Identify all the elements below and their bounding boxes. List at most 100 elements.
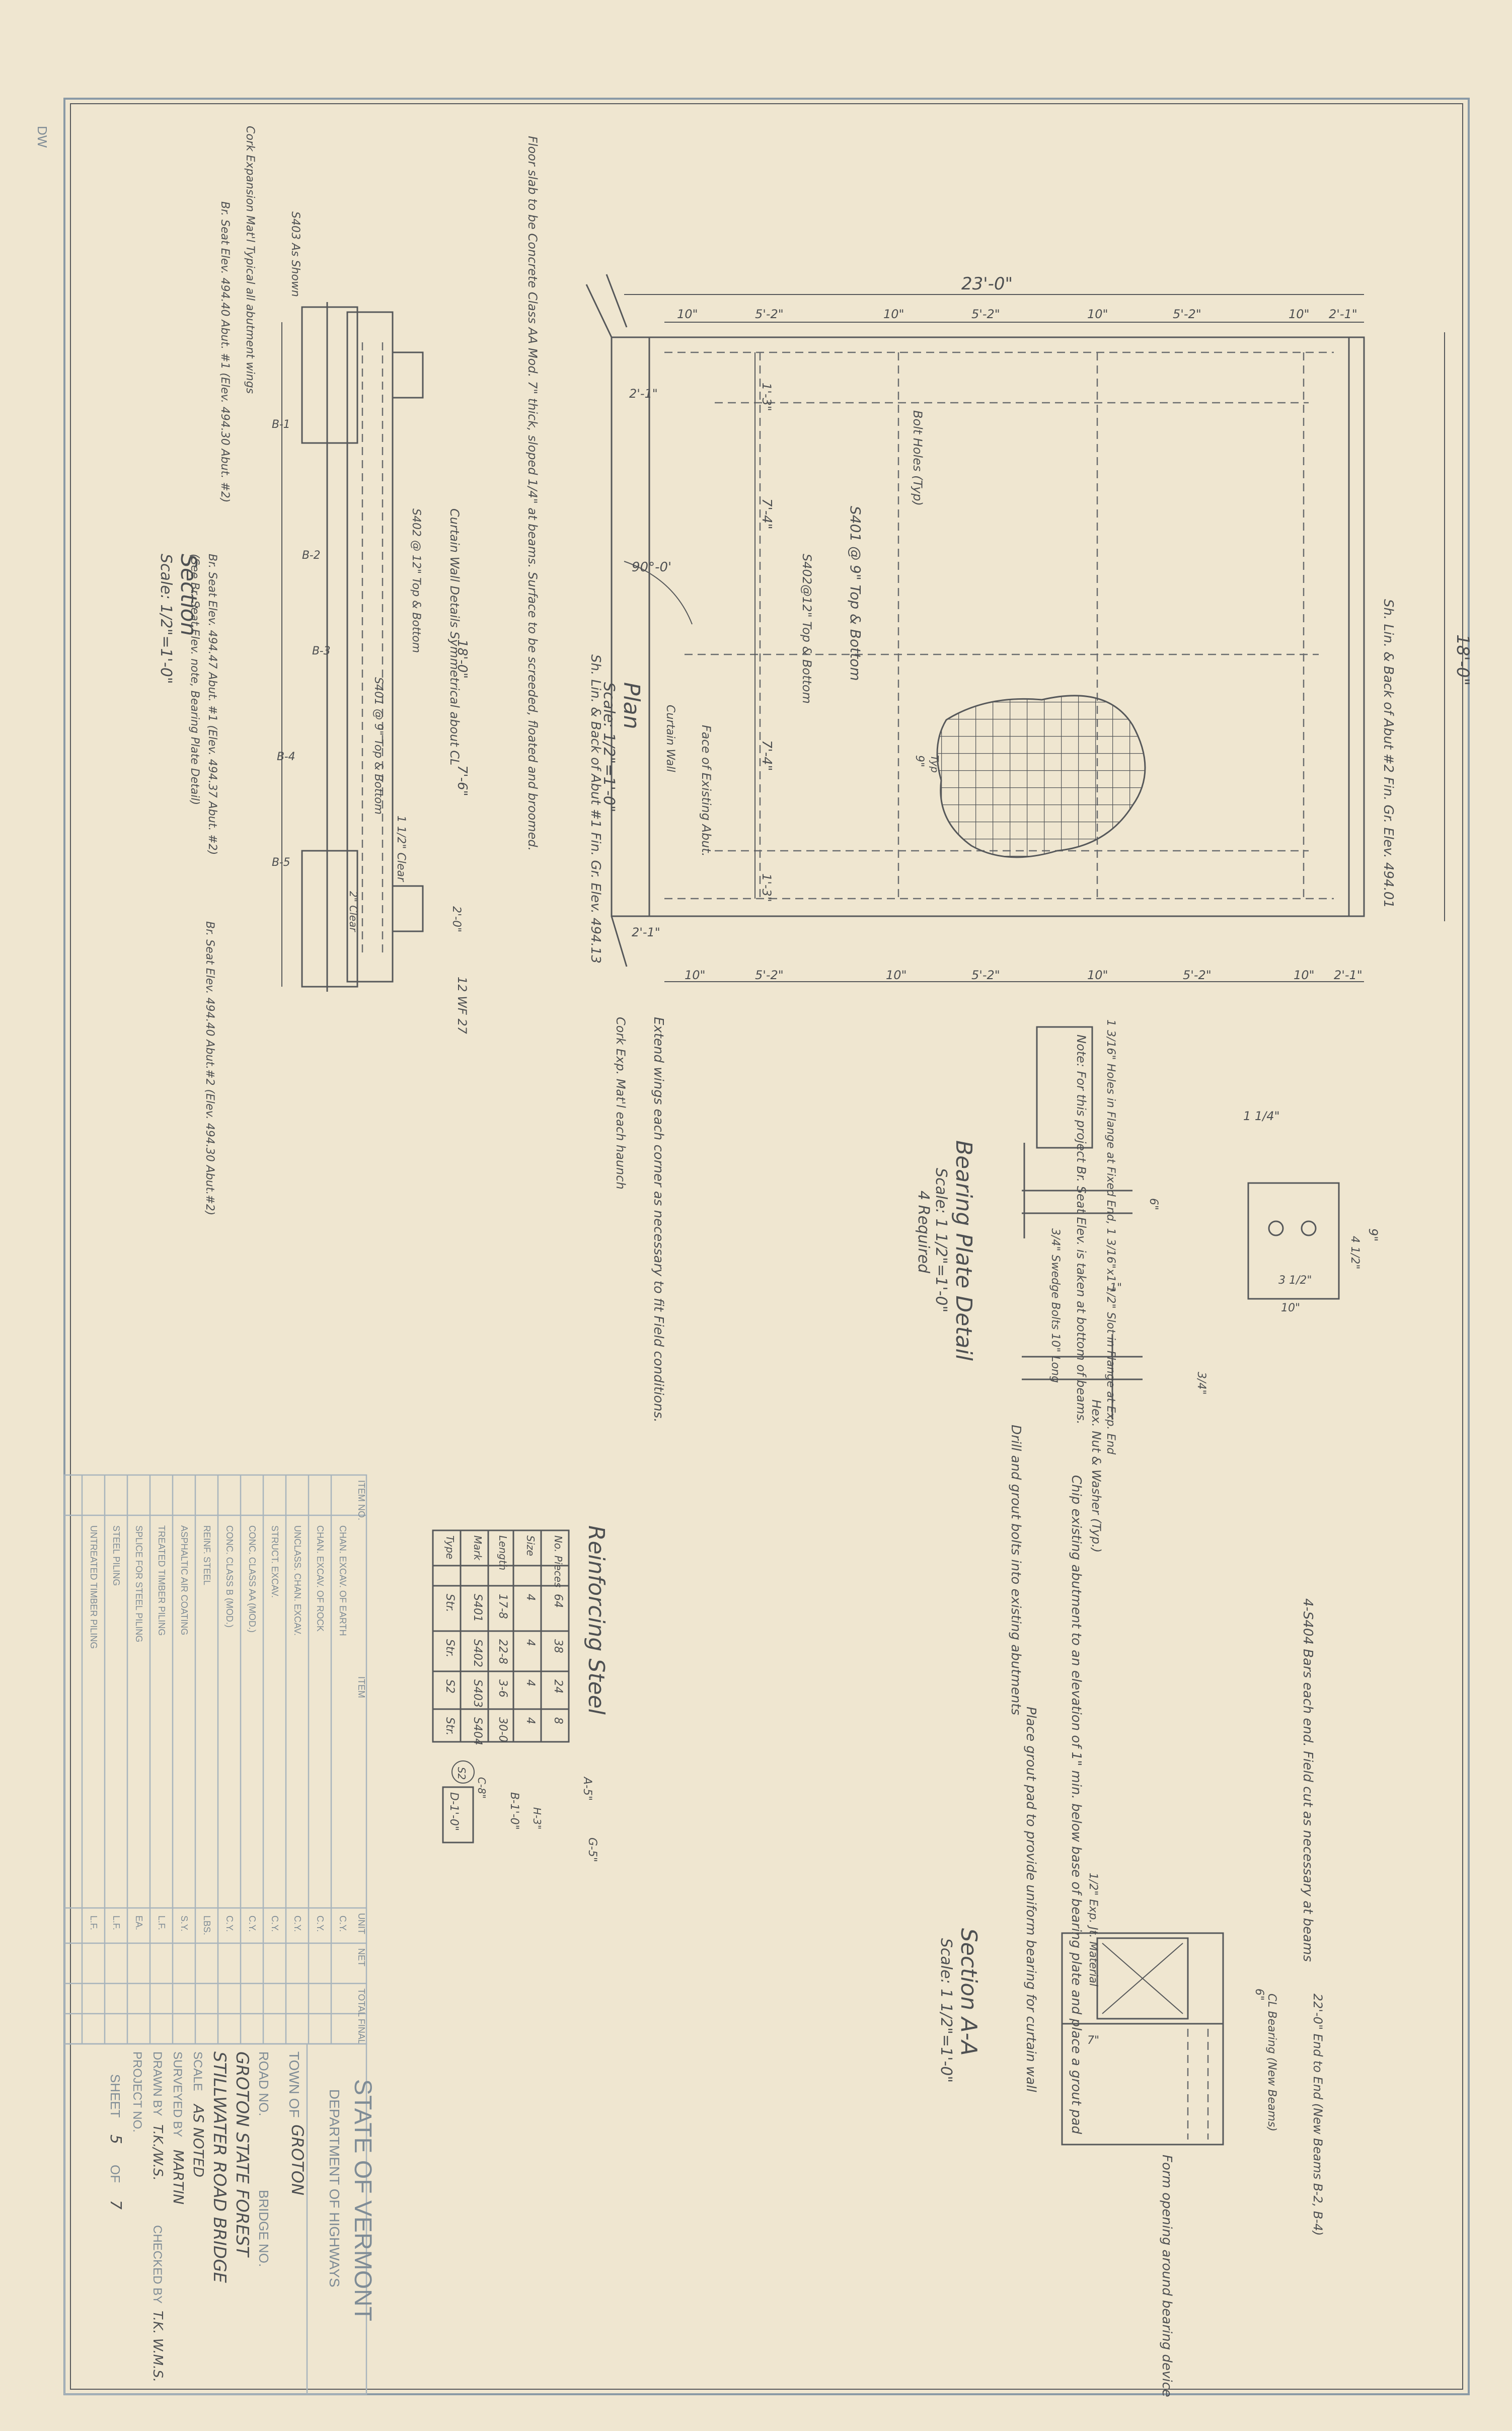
curtain-detail: Curtain Wall Details Symmetrical about C…	[447, 508, 462, 766]
hex-note: Hex. Nut & Washer (Typ.)	[1089, 1399, 1103, 1553]
quantities-item: REINF. STEEL	[202, 1525, 212, 1585]
note-box	[1036, 1026, 1093, 1149]
bend-dim: G-5"	[586, 1837, 598, 1862]
steel-table-cell: 4	[524, 1679, 537, 1686]
plan-spacing: 5'-2"	[755, 307, 784, 321]
quantities-unit: C.Y.	[292, 1916, 303, 1932]
title-town: GROTON	[288, 2124, 307, 2195]
section-clear-2: 2" Clear	[347, 891, 359, 932]
sheet-border-inner	[70, 103, 1463, 2390]
title-of: 7	[107, 2200, 124, 2209]
exp-material-note: 1/2" Exp. Jt. Material	[1087, 1873, 1099, 1986]
quantities-item: SPLICE FOR STEEL PILING	[134, 1525, 144, 1642]
steel-table-cell: Str.	[443, 1717, 456, 1736]
quantities-item: CHAN. EXCAV. OF EARTH	[338, 1525, 348, 1636]
quantities-header: TOTAL	[356, 1988, 366, 2017]
quantities-item: UNCLASS. CHAN. EXCAV.	[292, 1525, 303, 1636]
plan-spacing: 10"	[1294, 968, 1315, 982]
mesh-dim: 9"	[913, 755, 926, 767]
plan-dim: 2'-1"	[632, 925, 660, 939]
plan-spacing: 10"	[1087, 307, 1108, 321]
plan-dim: 7'-4"	[759, 498, 774, 530]
section-beam-label: B-3	[312, 645, 331, 657]
bolt-holes-label: Bolt Holes (Typ)	[911, 410, 925, 506]
steel-table-cell: 24	[552, 1679, 564, 1693]
quantities-unit: EA.	[134, 1916, 144, 1930]
steel-table-cell: 22-8	[496, 1639, 509, 1664]
title-sheet: 5	[107, 2134, 124, 2144]
plan-view: 23'-0" 10" 5'-2" 10" 5'-2" 10" 5'-2" 10"…	[585, 274, 1473, 1424]
title-bridge-label: BRIDGE NO.	[256, 2190, 271, 2267]
bearing-block	[1096, 1937, 1189, 2020]
steel-table-cell: S402	[471, 1639, 484, 1667]
plan-spacing: 10"	[886, 968, 907, 982]
steel-table-cell: 17-8	[496, 1594, 509, 1619]
steel-table-header: Size	[524, 1535, 537, 1556]
reinforcing-title: Reinforcing Steel	[583, 1525, 609, 1715]
plan-dim: 1'-3"	[760, 873, 774, 902]
section-beam-size: 12 WF 27	[455, 977, 469, 1035]
steel-table-cell: 8	[552, 1717, 564, 1724]
bearing-cl-note: CL Bearing (New Beams)	[1265, 1994, 1278, 2131]
quantities-item: TREATED TIMBER PILING	[157, 1525, 167, 1636]
quantities-unit: C.Y.	[247, 1916, 257, 1932]
abutment-2-back	[1348, 336, 1365, 917]
bearing-title: Bearing Plate Detail	[951, 1140, 976, 1361]
section-beam-label: B-5	[272, 856, 290, 869]
steel-table-cell: 4	[524, 1639, 537, 1646]
quantities-unit: L.F.	[89, 1916, 99, 1930]
quantities-unit: C.Y.	[224, 1916, 235, 1932]
note-beams: Note: For this project Br. Seat Elev. is…	[1074, 1035, 1088, 1424]
quantities-item: STRUCT. EXCAV.	[270, 1525, 280, 1598]
s404-note: 4-S404 Bars each end. Field cut as neces…	[1300, 1598, 1315, 1962]
steel-table-cell: 4	[524, 1594, 537, 1601]
s401-top-label: S401 @ 9" Top & Bottom	[372, 677, 385, 815]
title-scale: AS NOTED	[190, 2103, 207, 2177]
face-abutment-label: Face of Existing Abut.	[699, 725, 713, 856]
bend-dim: B-1'-0"	[508, 1792, 520, 1830]
steel-table-header: Mark	[472, 1535, 484, 1561]
title-project-label: PROJECT NO.	[130, 2051, 144, 2132]
plan-spacing: 5'-2"	[971, 968, 1000, 982]
title-bridge-name: STILLWATER ROAD BRIDGE	[209, 2051, 230, 2283]
cork-exp-note: Cork Exp. Mat'l each haunch	[614, 1017, 628, 1190]
plan-overall-width: 23'-0"	[961, 274, 1013, 294]
plan-angle: 90°-0'	[632, 560, 671, 575]
quantities-unit: LBS.	[202, 1916, 212, 1935]
bearing-required: 4 Required	[915, 1191, 932, 1274]
steel-table-cell: 3-6	[496, 1679, 509, 1698]
beam-section	[392, 351, 424, 399]
section-span: 18'-0"	[455, 639, 470, 679]
steel-table-cell: Str.	[443, 1594, 456, 1612]
title-surveyed: MARTIN	[170, 2150, 187, 2204]
plan-dim: 1'-3"	[760, 383, 774, 411]
section-view: B-1 B-2 B-3 B-4 B-5 Floor slab to be Con…	[157, 126, 540, 1215]
mesh-typ: Typ	[929, 755, 941, 773]
plan-spacing: 10"	[677, 307, 698, 321]
s403-label: S403 As Shown	[289, 211, 301, 297]
bend-dim: H-3"	[531, 1807, 543, 1829]
extend-wings-note: Extend wings each corner as necessary to…	[651, 1017, 666, 1423]
cork-note: Cork Expansion Mat'l Typical all abutmen…	[244, 126, 256, 394]
chip-note: Chip existing abutment to an elevation o…	[1069, 1475, 1084, 2134]
plan-scale: Scale: 1/2"=1'-0"	[600, 682, 618, 813]
title-project-name: GROTON STATE FOREST	[232, 2051, 252, 2258]
bearing-plate	[1247, 1182, 1340, 1300]
swedge-note: 3/4" Swedge Bolts 10" Long	[1049, 1228, 1062, 1383]
quantities-header: UNIT	[356, 1913, 366, 1934]
steel-table-cell: 30-0	[496, 1717, 509, 1742]
plan-dim: 7'-4"	[759, 740, 774, 771]
floor-slab-note: Floor slab to be Concrete Class AA Mod. …	[525, 136, 540, 851]
plate-dim: 10"	[1281, 1302, 1300, 1314]
wing-top	[585, 284, 613, 338]
plan-spacing: 2'-1"	[1334, 968, 1363, 982]
quantities-item: STEEL PILING	[111, 1525, 121, 1586]
steel-table-cell: S2	[443, 1679, 456, 1693]
drill-note: Drill and grout bolts into existing abut…	[1008, 1425, 1023, 1715]
plan-dim: 2'-1"	[629, 387, 658, 401]
steel-table-cell: 38	[552, 1639, 564, 1653]
plan-spacing: 10"	[685, 968, 706, 982]
title-road-label: ROAD NO.	[256, 2051, 271, 2116]
abutment-2-center: Sh. Lin. & Back of Abut #2 Fin. Gr. Elev…	[1381, 599, 1396, 908]
